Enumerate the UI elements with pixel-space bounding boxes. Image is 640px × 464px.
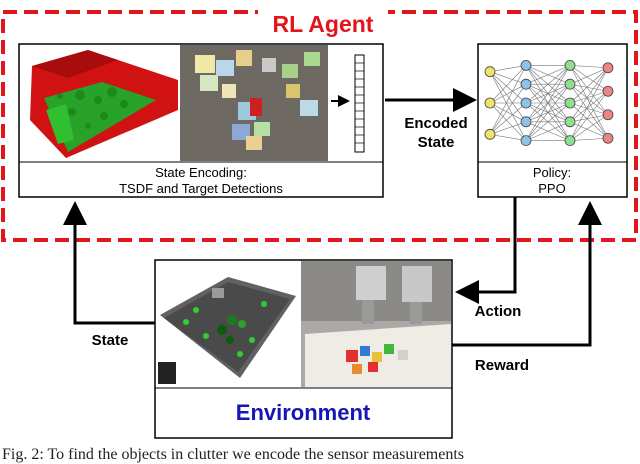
nn-node xyxy=(485,98,495,108)
reward-edge xyxy=(452,204,590,345)
state-encoding-label-2: TSDF and Target Detections xyxy=(119,181,283,196)
action-edge xyxy=(458,197,515,292)
nn-node xyxy=(521,136,531,146)
state-edge xyxy=(75,204,155,323)
nn-node xyxy=(603,63,613,73)
nn-node xyxy=(603,133,613,143)
rl-agent-title: RL Agent xyxy=(273,11,374,37)
reward-edge-label: Reward xyxy=(475,357,529,374)
figure-caption: Fig. 2: To find the objects in clutter w… xyxy=(2,446,640,464)
encoded-state-label-2: State xyxy=(418,134,455,151)
feature-vector xyxy=(355,55,364,152)
nn-node xyxy=(603,86,613,96)
camera-image xyxy=(180,45,328,161)
nn-node xyxy=(565,117,575,127)
nn-node xyxy=(565,98,575,108)
action-edge-label: Action xyxy=(475,303,522,320)
robot-photo xyxy=(301,261,451,387)
encoded-state-label-1: Encoded xyxy=(404,115,467,132)
nn-node xyxy=(521,60,531,70)
nn-node xyxy=(521,98,531,108)
state-edge-label: State xyxy=(92,332,129,349)
nn-node xyxy=(521,79,531,89)
tsdf-image xyxy=(20,45,179,161)
environment-title: Environment xyxy=(236,400,371,425)
nn-node xyxy=(565,136,575,146)
nn-node xyxy=(485,129,495,139)
policy-label-2: PPO xyxy=(538,181,565,196)
nn-node xyxy=(565,60,575,70)
state-encoding-label-1: State Encoding: xyxy=(155,165,247,180)
nn-node xyxy=(603,110,613,120)
nn-node xyxy=(521,117,531,127)
nn-node xyxy=(565,79,575,89)
nn-node xyxy=(485,67,495,77)
policy-label-1: Policy: xyxy=(533,165,571,180)
simulation-image xyxy=(156,261,300,387)
